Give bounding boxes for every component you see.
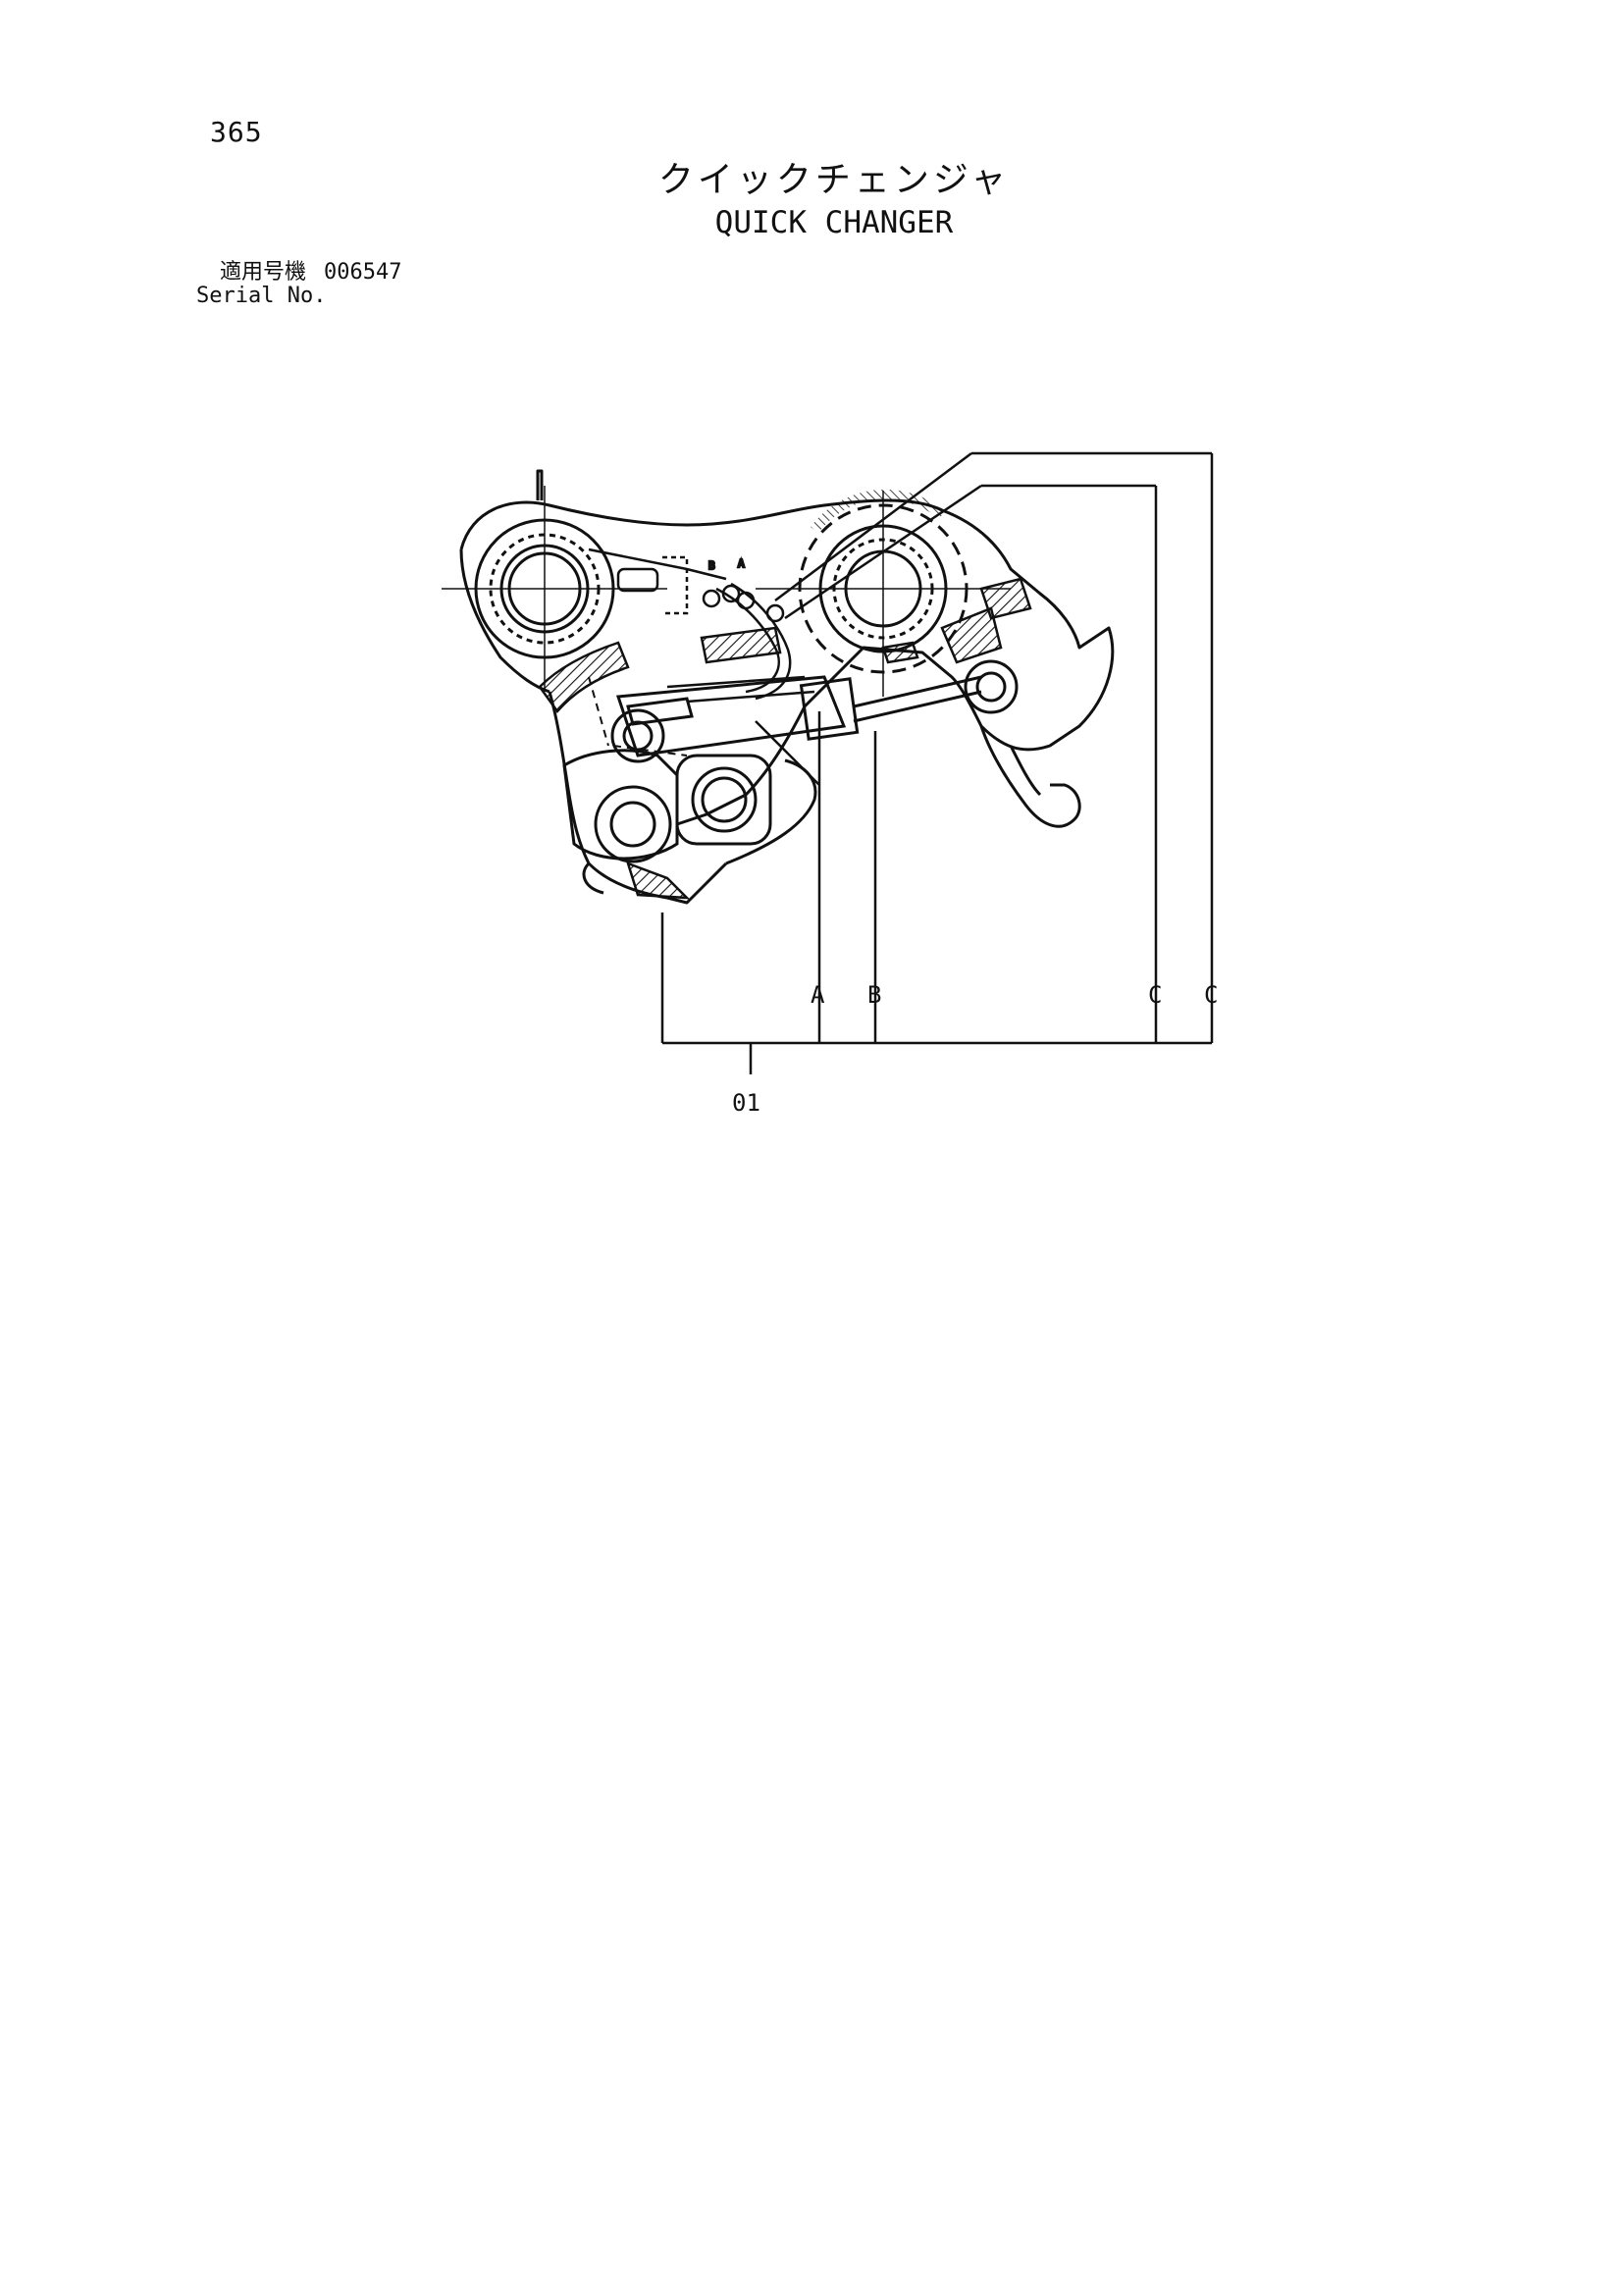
fittings: B A <box>616 555 785 623</box>
hatched-plates <box>538 577 1032 900</box>
right-bushing <box>756 489 1011 697</box>
title-english: QUICK CHANGER <box>714 205 954 240</box>
leader-lines <box>660 451 1214 1074</box>
serial-label-en: Serial No. <box>196 284 327 308</box>
callout-labels: A B C C 01 <box>732 981 1218 1117</box>
lower-pins <box>562 676 772 863</box>
hose-label-b: B <box>708 559 715 572</box>
serial-row-jp: 適用号機 006547 <box>196 261 402 285</box>
hydraulic-cylinder <box>610 659 1019 763</box>
title-block: クイックチェンジャ QUICK CHANGER <box>589 159 1079 241</box>
hoses <box>588 548 815 704</box>
page-number: 365 <box>210 116 263 148</box>
serial-label-jp: 適用号機 <box>220 260 307 285</box>
serial-row-en: Serial No. <box>196 285 402 308</box>
callout-c-2: C <box>1204 981 1218 1009</box>
left-bushing <box>442 486 667 692</box>
callout-b: B <box>867 981 881 1009</box>
hose-label-a: A <box>738 557 745 570</box>
part-number-01: 01 <box>732 1089 760 1117</box>
callout-a: A <box>811 981 825 1009</box>
callout-c-1: C <box>1148 981 1162 1009</box>
serial-block: 適用号機 006547 Serial No. <box>196 261 402 308</box>
title-japanese: クイックチェンジャ <box>657 160 1011 200</box>
serial-value: 006547 <box>324 260 402 285</box>
